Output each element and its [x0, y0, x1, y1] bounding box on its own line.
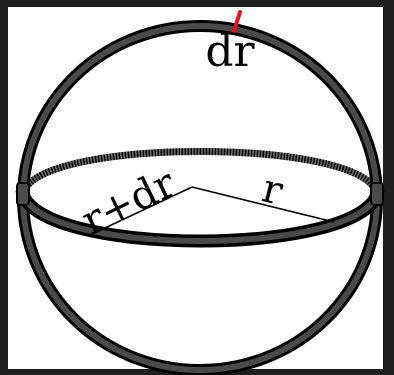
equator-back-dots [20, 148, 380, 194]
thickness-marker [232, 10, 242, 33]
equator-front-band [19, 189, 381, 244]
equator-left-end [16, 182, 30, 206]
equator-right-end [370, 182, 384, 206]
inner-radius-line [191, 186, 335, 223]
shell-thickness-label: dr [205, 26, 255, 77]
outer-radius-line [87, 186, 193, 237]
